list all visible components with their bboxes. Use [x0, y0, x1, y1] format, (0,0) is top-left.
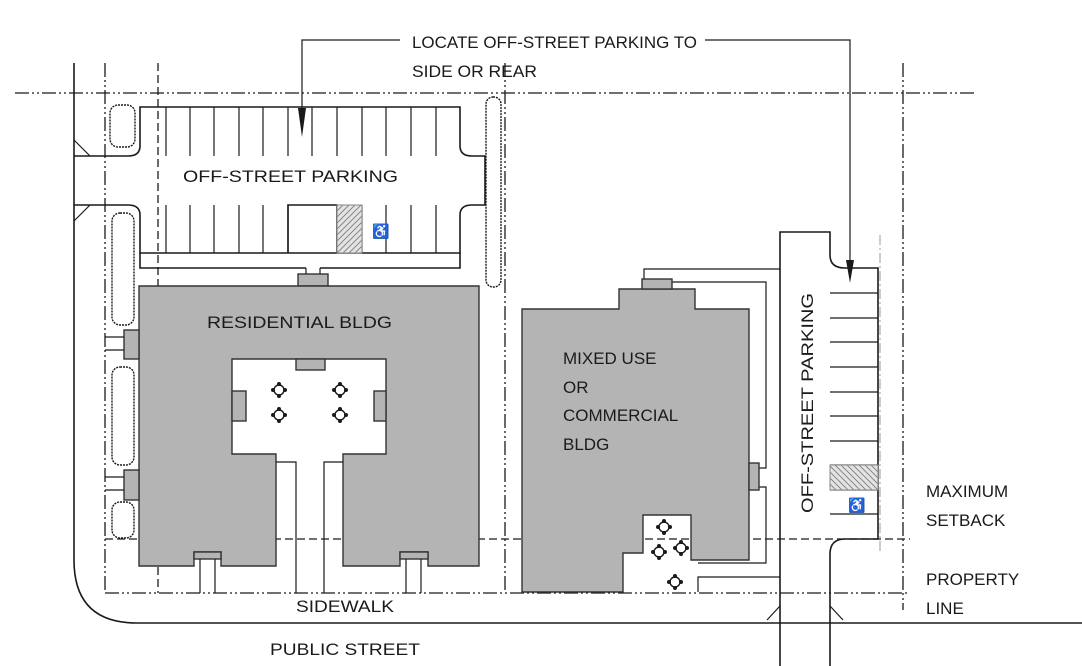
mixed-use-label-line: COMMERCIAL — [563, 406, 678, 425]
landscape-hedges — [109, 96, 502, 539]
callout-line-1: LOCATE OFF-STREET PARKING TO — [412, 33, 697, 52]
mixed-use-building: MIXED USE OR COMMERCIAL BLDG — [521, 268, 780, 593]
hedge — [111, 501, 135, 539]
maximum-setback-label: SETBACK — [926, 511, 1006, 530]
accessible-stall-hatch — [336, 204, 363, 254]
accessible-parking-icon: ♿ — [848, 497, 865, 514]
callout: LOCATE OFF-STREET PARKING TO SIDE OR REA… — [298, 33, 854, 283]
hedge — [109, 104, 136, 148]
property-line-label: LINE — [926, 599, 964, 618]
street-curb — [73, 63, 1082, 624]
tree-icon — [673, 540, 689, 556]
public-street-label: PUBLIC STREET — [270, 640, 420, 659]
tree-icon — [651, 544, 667, 560]
mixed-use-label-line: BLDG — [563, 435, 609, 454]
mixed-use-label-line: OR — [563, 378, 589, 397]
arrow-down-icon — [846, 260, 854, 283]
parking-top-label: OFF-STREET PARKING — [183, 167, 398, 186]
trees — [271, 382, 689, 590]
side-parking-lot: ♿ OFF-STREET PARKING — [766, 231, 879, 666]
property-line-label: PROPERTY — [926, 570, 1019, 589]
arrow-down-icon — [298, 108, 306, 137]
rear-parking-lot: ♿ OFF-STREET PARKING — [73, 106, 486, 287]
mixed-use-label-line: MIXED USE — [563, 349, 657, 368]
sidewalk-label: SIDEWALK — [296, 597, 395, 616]
tree-icon — [332, 407, 348, 423]
callout-line-2: SIDE OR REAR — [412, 62, 537, 81]
tree-icon — [332, 382, 348, 398]
hedge — [485, 96, 502, 288]
residential-building: RESIDENTIAL BLDG — [105, 285, 480, 593]
hedge — [111, 212, 135, 326]
tree-icon — [271, 407, 287, 423]
parking-side-label: OFF-STREET PARKING — [798, 293, 817, 513]
tree-icon — [656, 519, 672, 535]
accessible-parking-icon: ♿ — [372, 223, 389, 240]
tree-icon — [667, 574, 683, 590]
residential-label: RESIDENTIAL BLDG — [207, 313, 392, 332]
tree-icon — [271, 382, 287, 398]
entrance — [297, 273, 329, 287]
hedge — [111, 366, 135, 466]
maximum-setback-label: MAXIMUM — [926, 482, 1008, 501]
